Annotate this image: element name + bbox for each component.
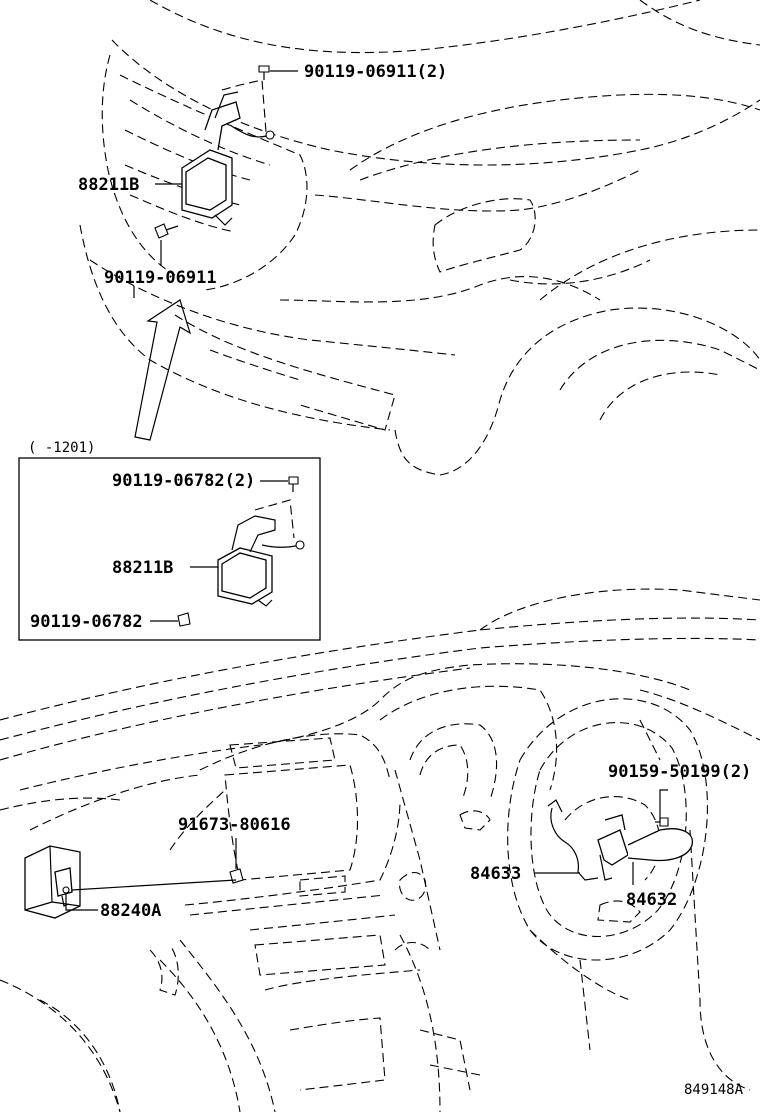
dashboard-outline: [0, 588, 760, 1113]
screw-steering-icon: [659, 817, 669, 827]
inset-bolt-lower-icon: [177, 612, 191, 627]
label-bolt-lower: 90119-06911: [104, 268, 217, 288]
switch-wire-harness: [547, 799, 599, 881]
inset-bolt-top-icon: [288, 476, 299, 492]
screw-dash-icon: [229, 868, 244, 884]
label-switch-wire: 84633: [470, 864, 521, 884]
label-inset-sensor: 88211B: [112, 558, 173, 578]
cruise-control-switch: [597, 814, 693, 881]
inset-radar-sensor: [217, 499, 305, 607]
label-screw-dash: 91673-80616: [178, 815, 291, 835]
label-bolt-top-2: 90119-06911(2): [304, 62, 447, 82]
vehicle-front-outline: [79, 0, 760, 476]
bolt-top-icon: [258, 65, 270, 80]
label-inset-bolt: 90119-06782: [30, 612, 143, 632]
front-radar-sensor: [181, 79, 275, 226]
label-screw-steering-2: 90159-50199(2): [608, 762, 751, 782]
steering-wheel: [507, 698, 708, 1051]
ecu-module: [24, 845, 81, 919]
diagram-id: 849148A: [684, 1082, 744, 1098]
inset-frame: [18, 457, 321, 641]
bolt-lower-icon: [154, 223, 179, 239]
label-inset-bolt-2: 90119-06782(2): [112, 471, 255, 491]
label-sensor-main: 88211B: [78, 175, 139, 195]
label-ecu: 88240A: [100, 901, 161, 921]
inset-note: ( -1201): [28, 440, 95, 456]
label-switch-main: 84632: [626, 890, 677, 910]
